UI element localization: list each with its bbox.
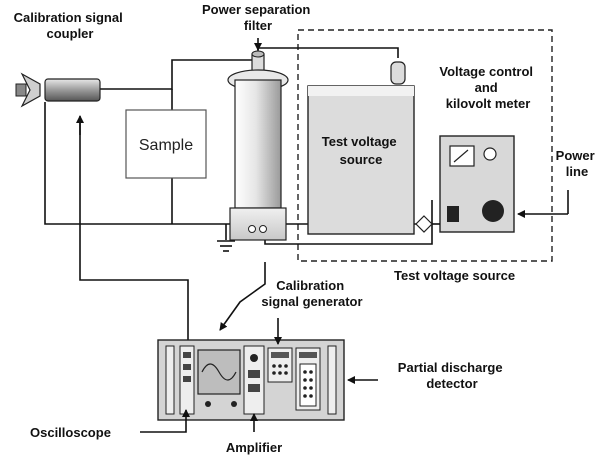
- voltage-control-unit: [439, 135, 515, 233]
- power-filter-label: Power separation filter: [202, 2, 314, 33]
- junction-icon: [415, 215, 433, 233]
- calibration-generator-label: Calibration signal generator: [261, 278, 362, 309]
- kilovolt-meter-icon: [449, 145, 475, 167]
- test-voltage-source-label: Test voltage source: [322, 134, 401, 167]
- waveform-icon: [201, 363, 237, 381]
- ground-icon: [217, 240, 235, 252]
- sample-label: Sample: [139, 137, 193, 154]
- arrow-to-oscilloscope: [140, 409, 190, 433]
- arrow-filter-to-detector: [219, 262, 266, 331]
- test-voltage-source: [307, 61, 415, 235]
- test-voltage-enclosure: [297, 29, 553, 262]
- calibration-coupler-label: Calibration signal coupler: [14, 10, 127, 41]
- switch-icon: [447, 206, 459, 222]
- oscilloscope-label: Oscilloscope: [30, 425, 111, 440]
- pd-detector-label: Partial discharge detector: [398, 360, 506, 391]
- sample-box: [125, 109, 207, 179]
- voltage-control-label: Voltage control and kilovolt meter: [439, 64, 536, 111]
- power-line-label: Power line: [556, 148, 599, 179]
- amplifier-label: Amplifier: [226, 440, 282, 455]
- wiring: [44, 47, 433, 340]
- test-voltage-source-caption: Test voltage source: [394, 268, 515, 283]
- knob-icon: [482, 200, 504, 222]
- connector-icon: [20, 72, 41, 108]
- power-separation-filter: [227, 50, 289, 241]
- bushing-icon: [390, 61, 406, 85]
- calibration-coupler: [15, 72, 101, 108]
- partial-discharge-detector: [157, 339, 345, 421]
